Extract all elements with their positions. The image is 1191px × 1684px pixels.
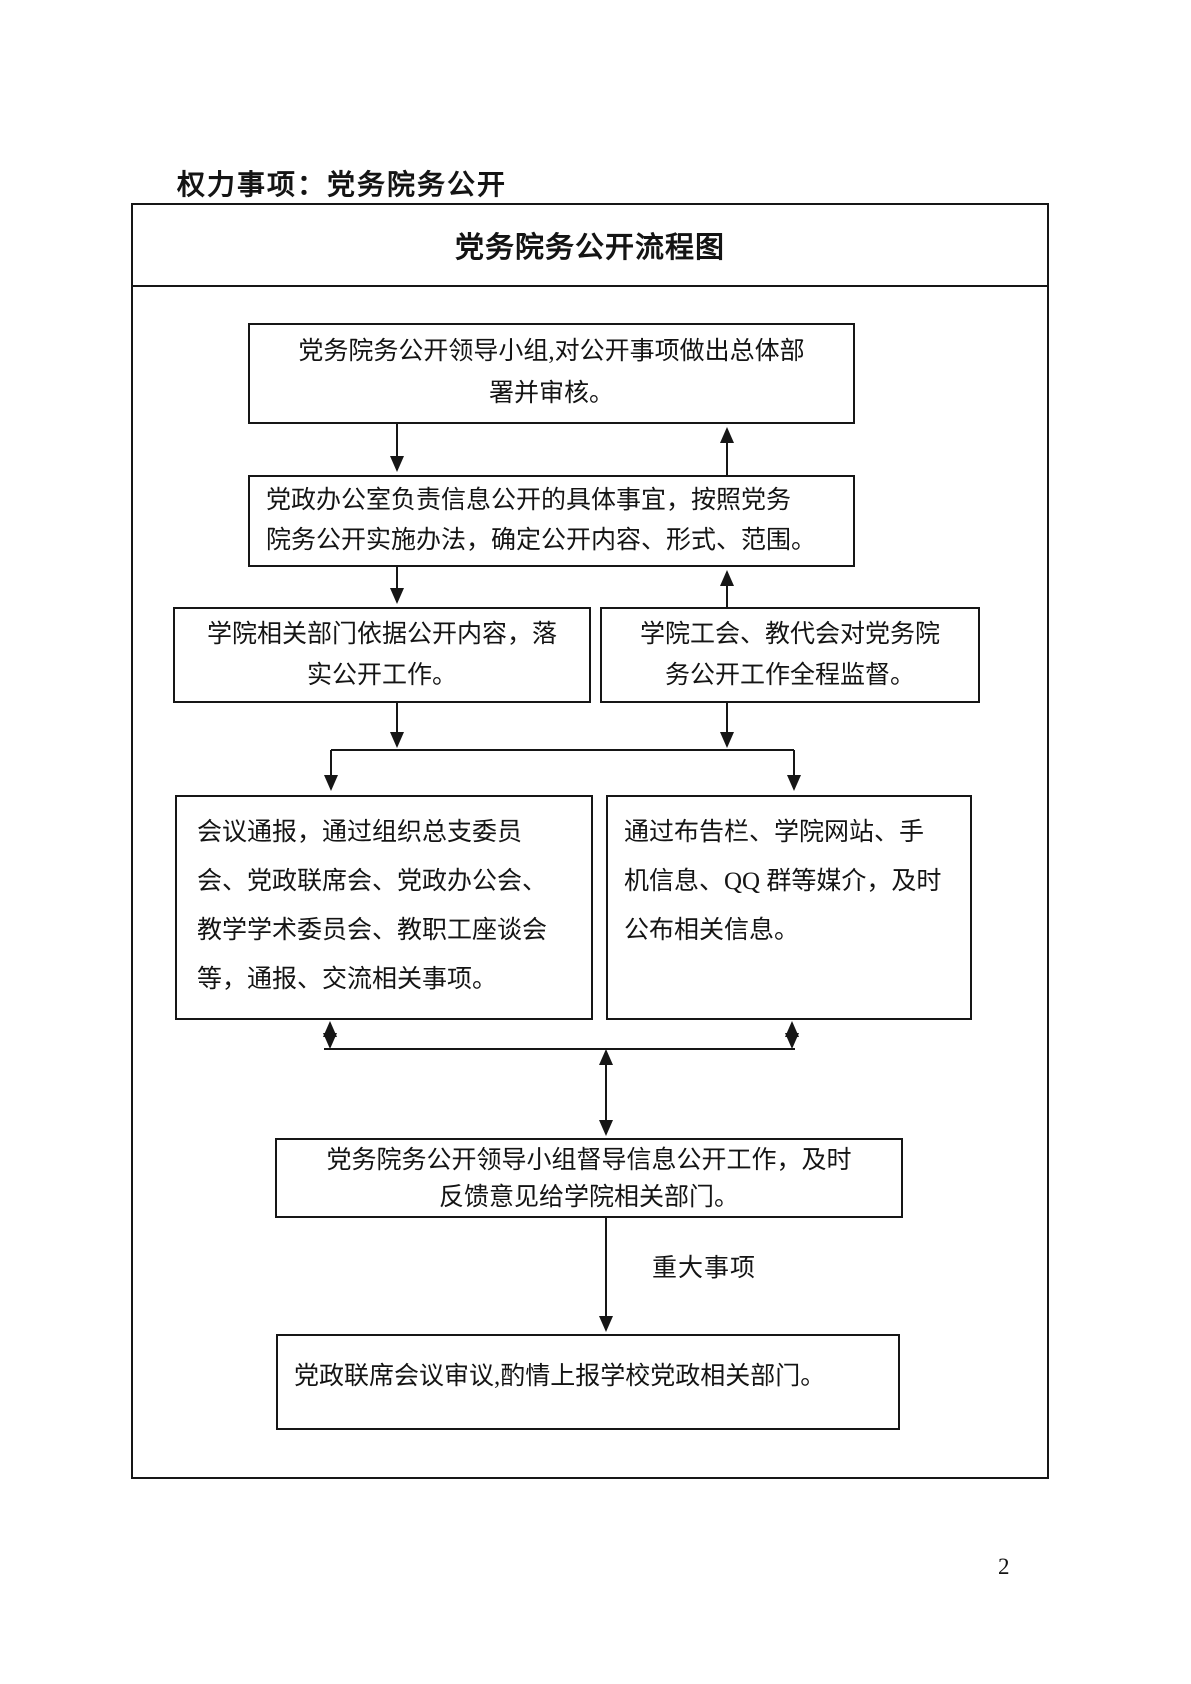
- edge-label-major-items: 重大事项: [652, 1255, 757, 1282]
- node-leader-feedback: 党务院务公开领导小组督导信息公开工作，及时 反馈意见给学院相关部门。: [275, 1138, 903, 1218]
- page-number: 2: [998, 1554, 1010, 1579]
- node-union-supervision: 学院工会、教代会对党务院 务公开工作全程监督。: [600, 607, 980, 703]
- flowchart-frame: 党务院务公开流程图: [131, 203, 1049, 1479]
- node-party-office: 党政办公室负责信息公开的具体事宜，按照党务 院务公开实施办法，确定公开内容、形式…: [248, 475, 855, 567]
- node-related-departments: 学院相关部门依据公开内容，落 实公开工作。: [173, 607, 591, 703]
- page-title: 权力事项：党务院务公开: [177, 170, 508, 201]
- flowchart-title: 党务院务公开流程图: [454, 232, 725, 264]
- flowchart-title-band: 党务院务公开流程图: [133, 205, 1047, 287]
- node-leader-group: 党务院务公开领导小组,对公开事项做出总体部 署并审核。: [248, 323, 855, 424]
- node-media-publish: 通过布告栏、学院网站、手 机信息、QQ 群等媒介，及时 公布相关信息。: [606, 795, 972, 1020]
- node-meeting-report: 会议通报，通过组织总支委员 会、党政联席会、党政办公会、 教学学术委员会、教职工…: [175, 795, 593, 1020]
- node-joint-meeting: 党政联席会议审议,酌情上报学校党政相关部门。: [276, 1334, 900, 1430]
